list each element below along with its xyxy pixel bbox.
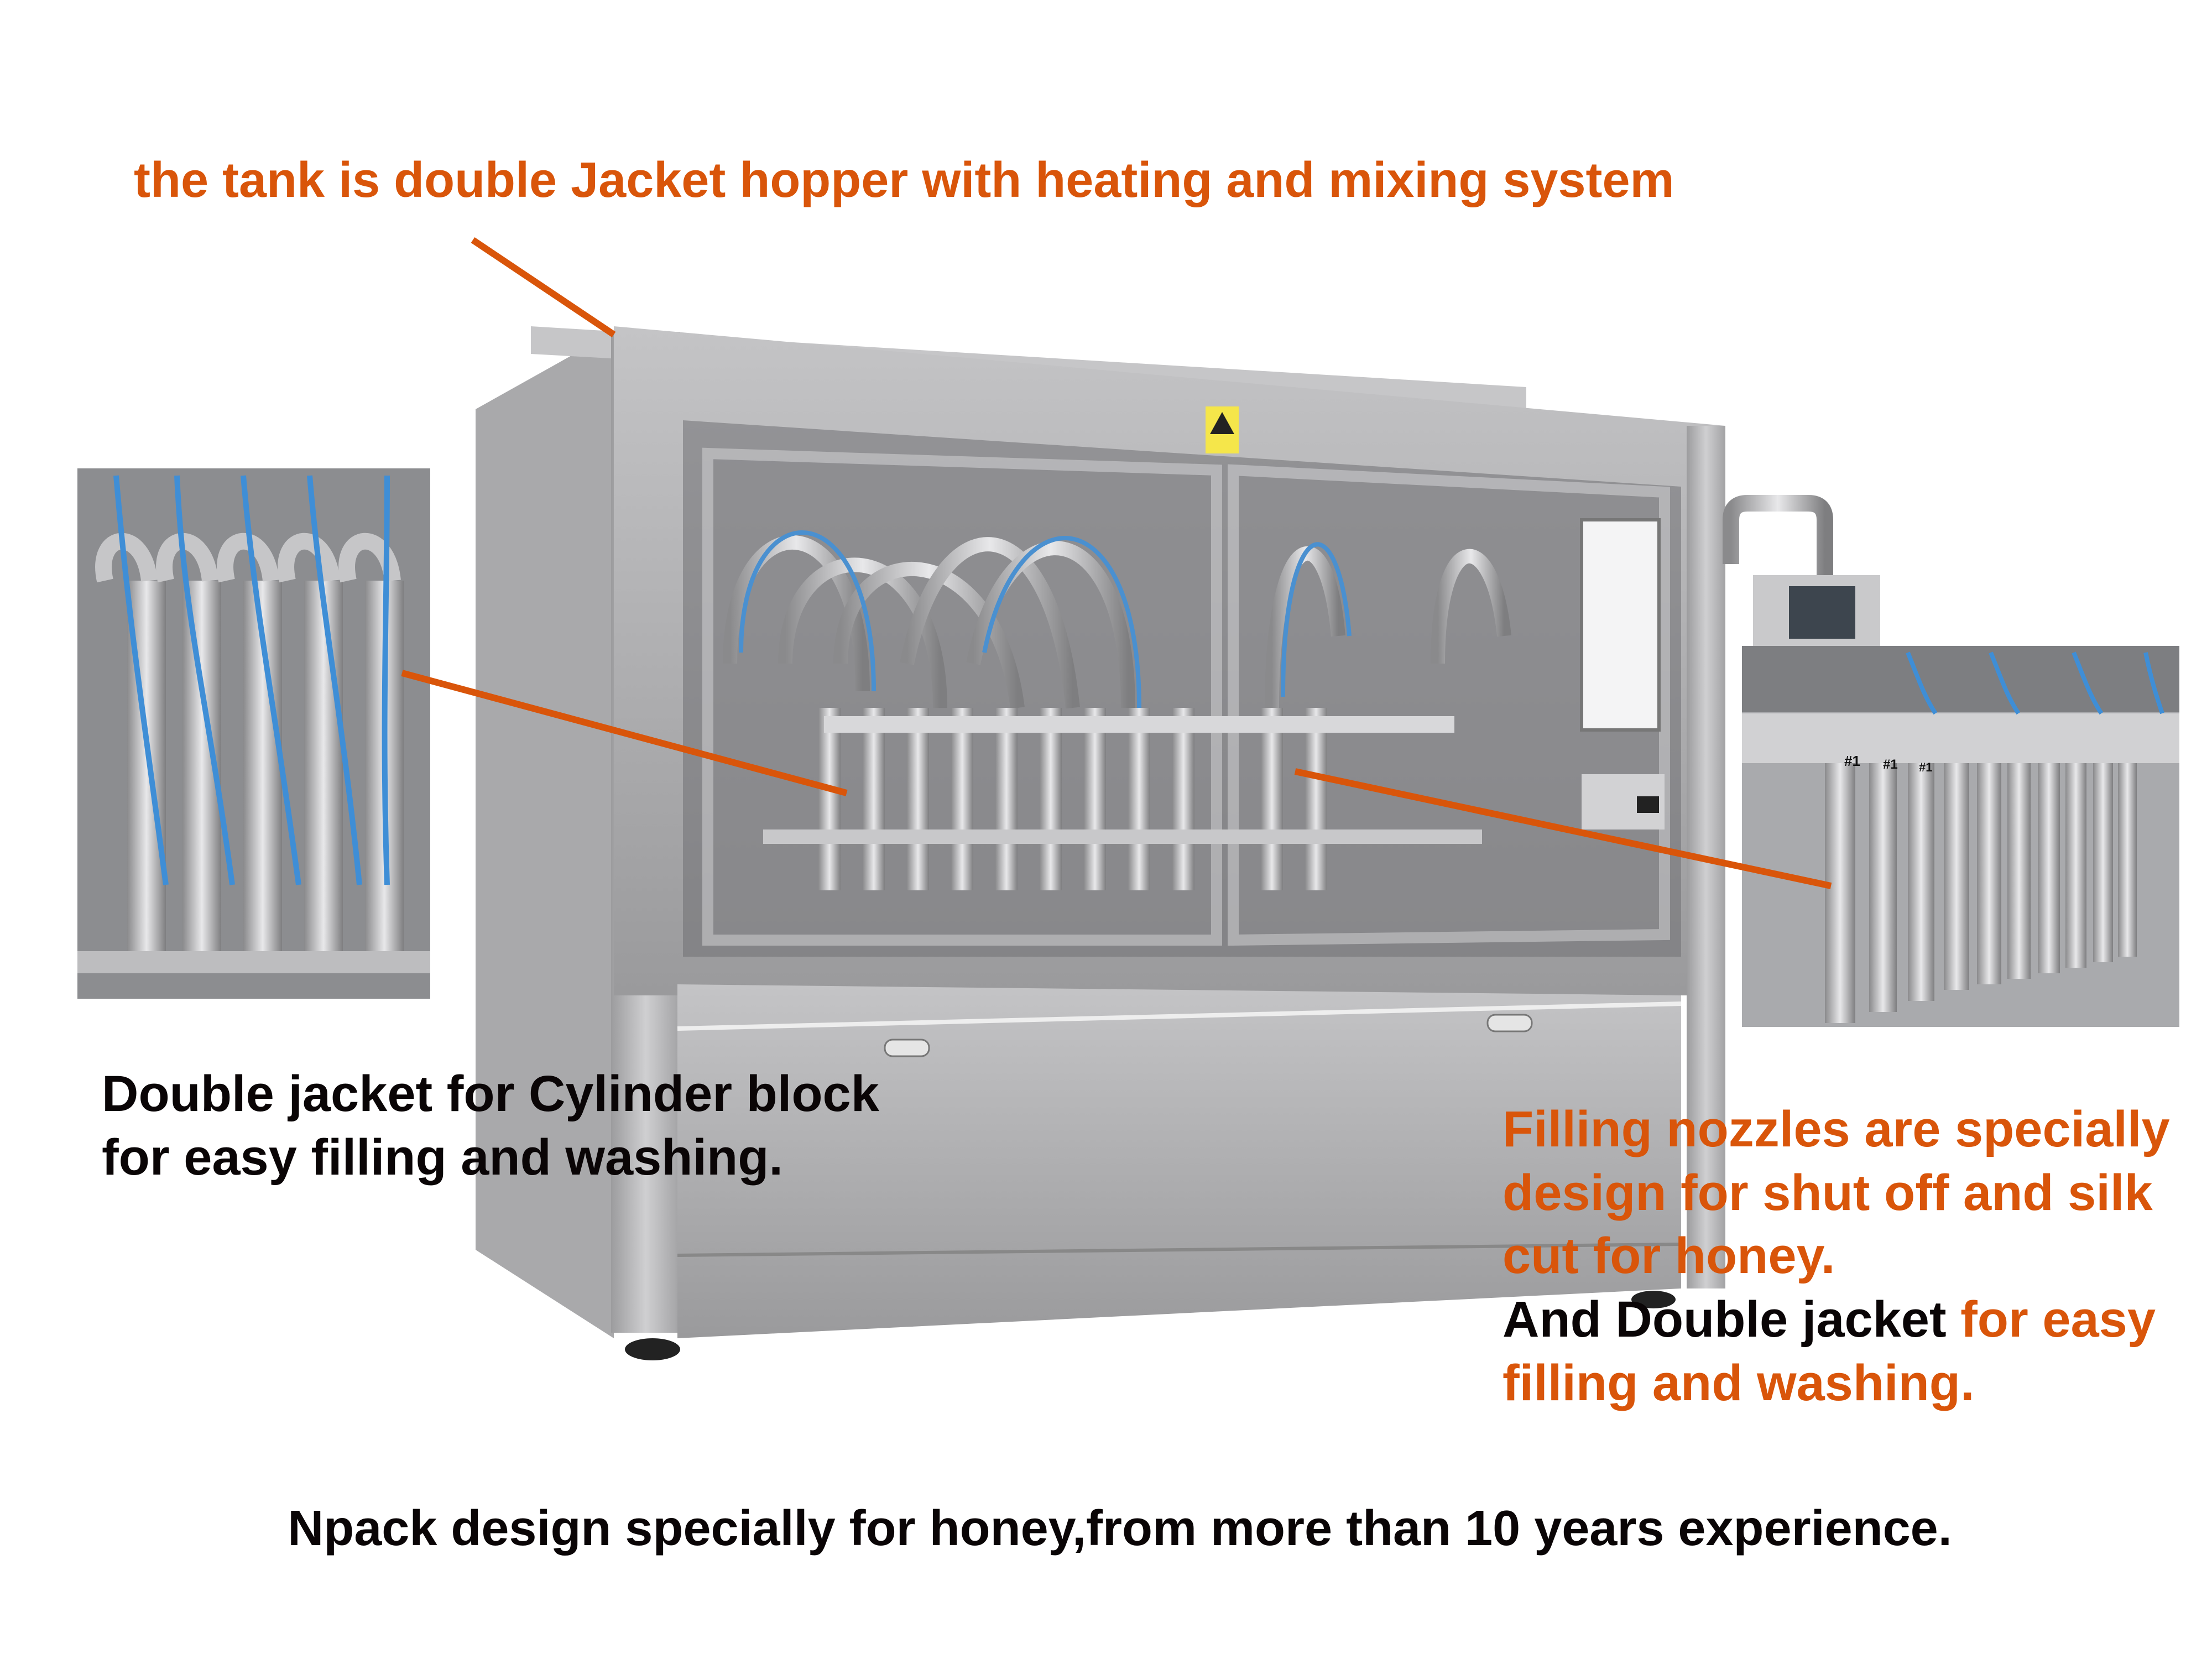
nozzle-caption-line5: filling and washing. — [1503, 1355, 1975, 1411]
nozzle-caption-line4: And Double jacket for easy — [1503, 1287, 2156, 1352]
machine-foot — [625, 1338, 680, 1360]
nozzle-label: #1 — [1919, 760, 1932, 774]
nozzle-caption-line3: cut for honey. — [1503, 1228, 1835, 1284]
cylinder-callout-line — [401, 670, 848, 796]
touch-screen — [1789, 586, 1855, 639]
footer-caption: Npack design specially for honey,from mo… — [288, 1501, 1952, 1556]
nozzle-caption-line1: Filling nozzles are specially — [1503, 1101, 2170, 1157]
nozzle-callout-line — [1294, 768, 1832, 889]
filling-nozzles-closeup-photo: #1 #1 #1 — [1742, 646, 2179, 1027]
nozzle-label: #1 — [1844, 753, 1860, 769]
tank-caption: the tank is double Jacket hopper with he… — [134, 153, 1674, 208]
machine-body — [476, 326, 1880, 1360]
machine-foot — [1631, 1291, 1676, 1308]
nozzle-caption-line4-black: And Double jacket — [1503, 1291, 1947, 1348]
cylinder-caption-line2: for easy filling and washing. — [102, 1129, 783, 1186]
nozzle-caption-line4-orange: for easy — [1946, 1291, 2156, 1348]
lower-door-handle — [1486, 1014, 1533, 1032]
lower-door-handle — [884, 1039, 930, 1057]
nozzle-label: #1 — [1883, 757, 1898, 772]
tank-callout-line — [471, 237, 616, 337]
cylinder-caption-line1: Double jacket for Cylinder block — [102, 1066, 879, 1122]
cylinder-block-closeup-photo — [77, 468, 430, 999]
nozzle-caption-line2: design for shut off and silk — [1503, 1165, 2153, 1221]
